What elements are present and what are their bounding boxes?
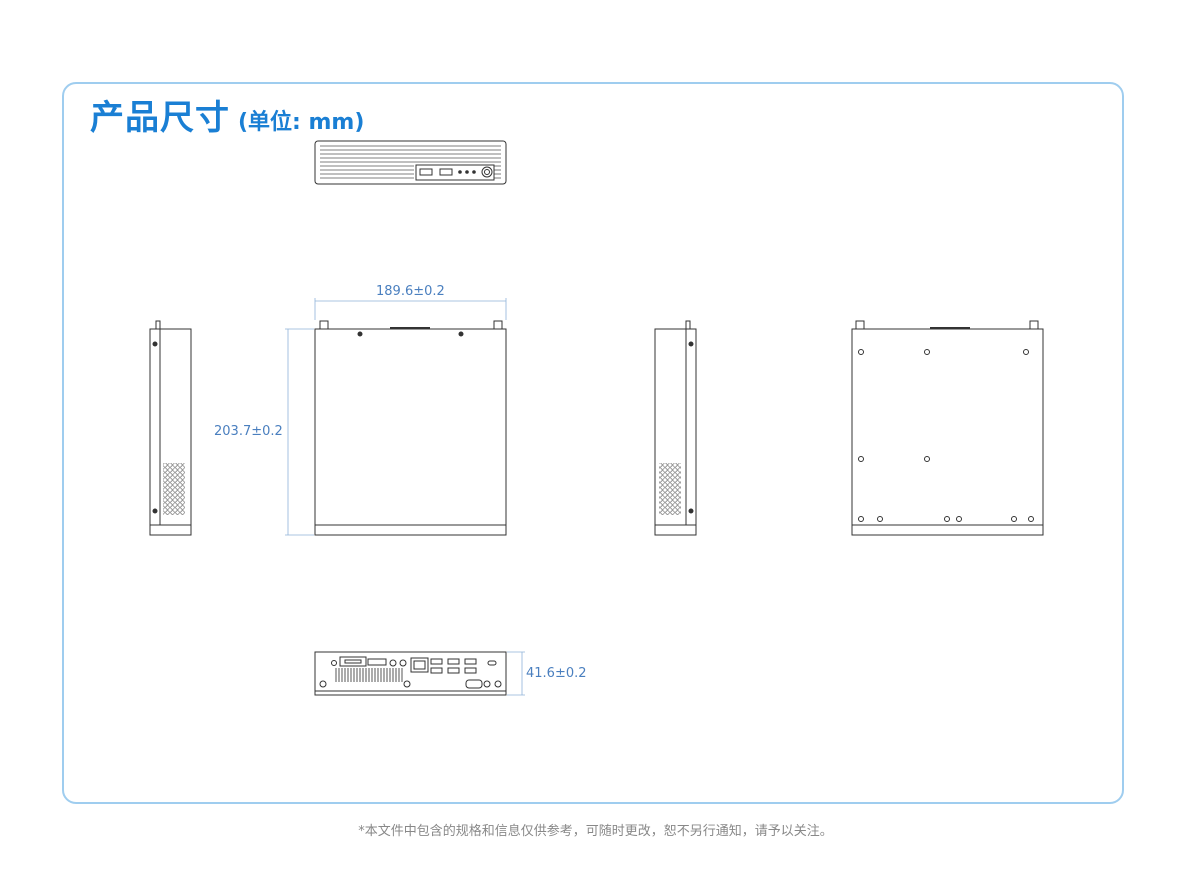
width-dimension-label: 189.6±0.2 xyxy=(376,284,445,299)
power-button-icon xyxy=(481,166,493,178)
displayport-icon xyxy=(367,658,387,666)
lock-slot-icon xyxy=(487,660,497,666)
page-title: 产品尺寸 (单位: mm) xyxy=(90,90,364,139)
usb-port-icon xyxy=(464,658,477,665)
usb-port-icon xyxy=(447,658,460,665)
audio-jack-icon xyxy=(389,659,397,667)
usb-port-icon xyxy=(439,168,453,176)
footer-disclaimer: *本文件中包含的规格和信息仅供参考，可随时更改，恕不另行通知，请予以关注。 xyxy=(358,824,833,839)
depth-dimension-label: 203.7±0.2 xyxy=(214,424,283,439)
usb-port-icon xyxy=(430,667,443,674)
width-dimension xyxy=(314,298,507,320)
usb-port-icon xyxy=(430,658,443,665)
bottom-view xyxy=(851,320,1044,536)
audio-jack-icon xyxy=(399,659,407,667)
usb-port-icon xyxy=(464,667,477,674)
left-side-view xyxy=(149,320,192,536)
rear-view xyxy=(314,651,507,696)
right-side-view xyxy=(654,320,697,536)
height-dimension-label: 41.6±0.2 xyxy=(526,666,587,681)
lan-port-icon xyxy=(410,657,429,673)
usb-port-icon xyxy=(419,168,433,176)
dc-in-port-icon xyxy=(465,679,483,689)
height-dimension xyxy=(507,651,525,696)
usb-port-icon xyxy=(447,667,460,674)
content-panel xyxy=(62,82,1124,804)
depth-dimension xyxy=(285,328,314,536)
top-view xyxy=(314,320,507,536)
hdmi-port-icon xyxy=(339,656,367,667)
title-text: 产品尺寸 xyxy=(90,98,230,138)
front-view xyxy=(314,140,507,185)
unit-label: (单位: mm) xyxy=(238,110,365,135)
